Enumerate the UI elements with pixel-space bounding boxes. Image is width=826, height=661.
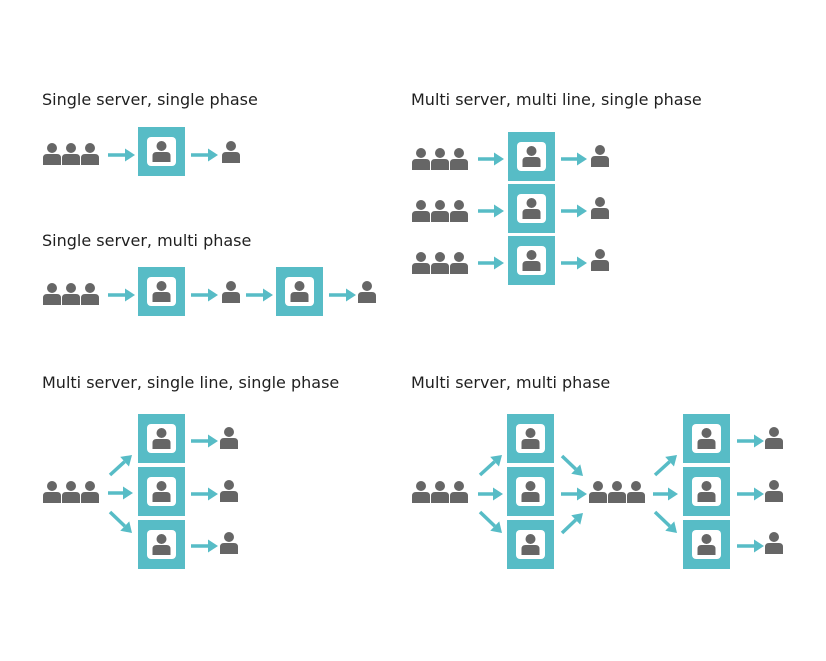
- arrow-icon: [478, 510, 502, 533]
- arrow-icon: [108, 486, 133, 500]
- arrow-icon: [108, 510, 132, 533]
- arrow-icon: [191, 148, 218, 162]
- arrow-icon: [191, 487, 218, 501]
- phase1-server-1: [507, 414, 554, 463]
- arrow-icon: [653, 455, 677, 477]
- arrow-icon: [561, 256, 587, 270]
- intermediate-queue: [589, 481, 645, 503]
- customer-queue-2: [412, 200, 468, 222]
- served-customer: [222, 141, 240, 163]
- arrow-icon: [737, 434, 764, 448]
- customer-queue-1: [412, 148, 468, 170]
- customer-queue-3: [412, 252, 468, 274]
- server-person-icon: [138, 267, 185, 316]
- arrow-icon: [561, 204, 587, 218]
- served-customer-3: [591, 249, 609, 271]
- arrow-icon: [329, 288, 356, 302]
- phase2-server-1: [683, 414, 730, 463]
- phase1-server-3: [507, 520, 554, 569]
- phase1-server-2: [507, 467, 554, 516]
- arrow-icon: [561, 487, 587, 501]
- customer-between-phases: [222, 281, 240, 303]
- served-customer-3: [765, 532, 783, 554]
- arrow-icon: [108, 288, 135, 302]
- served-customer-3: [220, 532, 238, 554]
- arrow-icon: [478, 204, 504, 218]
- title-multi-server-single-line-single-phase: Multi server, single line, single phase: [42, 373, 340, 392]
- customer-queue: [43, 143, 99, 165]
- server-person-icon: [276, 267, 323, 316]
- server-person-icon: [138, 127, 185, 176]
- arrow-icon: [561, 152, 587, 166]
- served-customer-2: [591, 197, 609, 219]
- served-customer-1: [220, 427, 238, 449]
- customer-queue: [43, 283, 99, 305]
- arrow-icon: [191, 434, 218, 448]
- server-2: [138, 467, 185, 516]
- arrow-icon: [246, 288, 273, 302]
- server-1: [508, 132, 555, 181]
- server-3: [508, 236, 555, 285]
- served-customer-2: [220, 480, 238, 502]
- title-multi-server-multi-line-single-phase: Multi server, multi line, single phase: [411, 90, 702, 109]
- served-customer-1: [591, 145, 609, 167]
- arrow-icon: [737, 539, 764, 553]
- server-3: [138, 520, 185, 569]
- customer-queue: [43, 481, 99, 503]
- arrow-icon: [191, 288, 218, 302]
- served-customer: [358, 281, 376, 303]
- title-single-server-multi-phase: Single server, multi phase: [42, 231, 252, 250]
- arrow-icon: [108, 148, 135, 162]
- arrow-icon: [560, 454, 583, 476]
- phase2-server-3: [683, 520, 730, 569]
- arrow-icon: [653, 487, 678, 501]
- arrow-icon: [478, 487, 503, 501]
- title-multi-server-multi-phase: Multi server, multi phase: [411, 373, 611, 392]
- arrow-icon: [653, 510, 677, 533]
- arrow-icon: [478, 256, 504, 270]
- served-customer-1: [765, 427, 783, 449]
- arrow-icon: [108, 455, 132, 477]
- arrow-icon: [191, 539, 218, 553]
- arrow-icon: [560, 513, 583, 535]
- arrow-icon: [737, 487, 764, 501]
- server-2: [508, 184, 555, 233]
- served-customer-2: [765, 480, 783, 502]
- arrow-icon: [478, 152, 504, 166]
- customer-queue: [412, 481, 468, 503]
- arrow-icon: [478, 455, 502, 477]
- phase2-server-2: [683, 467, 730, 516]
- title-single-server-single-phase: Single server, single phase: [42, 90, 258, 109]
- server-1: [138, 414, 185, 463]
